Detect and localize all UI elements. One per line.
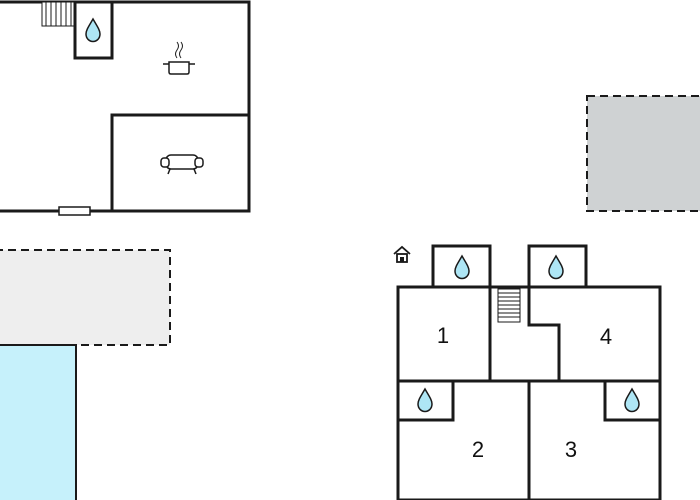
water-drop-icon <box>548 254 564 280</box>
ground-floor-plan <box>0 0 251 216</box>
water-drop-icon <box>624 387 640 413</box>
house-icon <box>393 245 411 263</box>
water-drop-icon <box>417 387 433 413</box>
ground-floor-stairs-icon <box>41 1 75 27</box>
ground-floor-outer-wall <box>0 0 251 213</box>
room-4-label: 4 <box>600 324 612 349</box>
water-drop-icon <box>85 17 101 43</box>
upper-bathroom-box-left <box>431 244 492 287</box>
upper-floor-plan: 1 4 2 3 <box>396 244 662 500</box>
room-3-label: 3 <box>565 437 577 462</box>
living-room-partition-wall <box>110 113 249 211</box>
front-door <box>58 206 91 216</box>
cooking-pot-icon <box>163 41 195 75</box>
terrace-left <box>0 249 171 346</box>
swimming-pool <box>0 344 77 500</box>
room-2-bathroom-wall <box>398 381 455 422</box>
upper-bathroom-box-right <box>527 244 588 287</box>
room-2-label: 2 <box>472 437 484 462</box>
sofa-icon <box>160 154 204 175</box>
water-drop-icon <box>454 254 470 280</box>
room-1-label: 1 <box>437 323 449 348</box>
room-3-bathroom-wall <box>603 381 660 422</box>
terrace-right <box>586 95 700 212</box>
ground-floor-bathroom-wall <box>73 2 114 60</box>
room-4-left-wall <box>527 287 561 381</box>
upper-floor-stairs-icon <box>497 288 521 323</box>
